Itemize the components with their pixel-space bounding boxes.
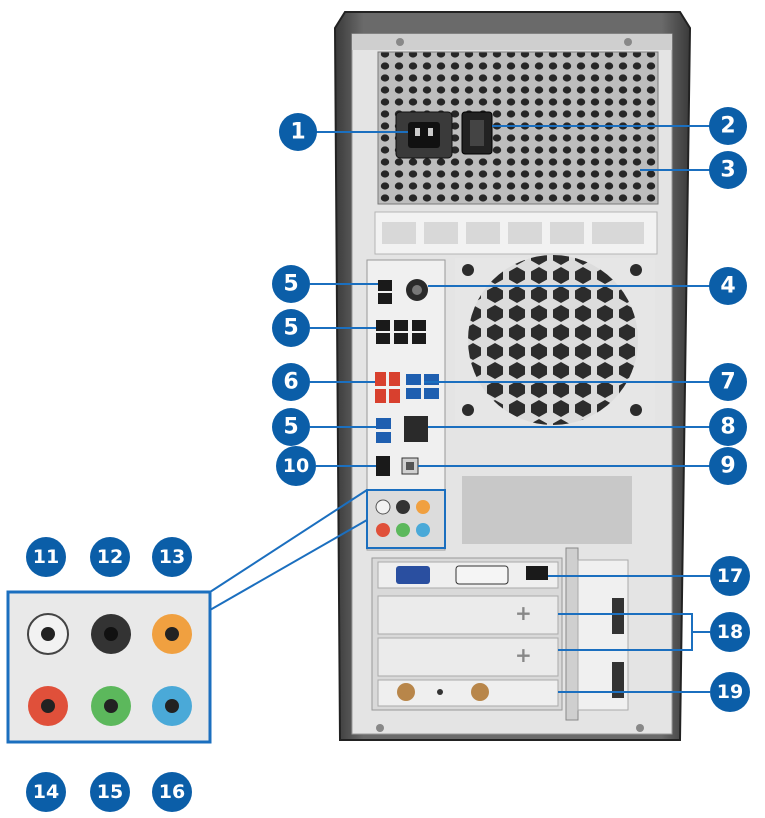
- svg-text:13: 13: [159, 546, 185, 568]
- coaxial-port-icon[interactable]: [376, 456, 390, 476]
- usb-port-icon[interactable]: [376, 432, 391, 443]
- svg-text:5: 5: [283, 415, 298, 440]
- callout-12: 12: [90, 537, 130, 577]
- usb-port-icon[interactable]: [406, 388, 421, 399]
- callout-11: 11: [26, 537, 66, 577]
- svg-text:+: +: [515, 601, 532, 625]
- leader-lines: [310, 125, 710, 693]
- vga-port-icon[interactable]: [396, 566, 430, 584]
- svg-text:2: 2: [720, 114, 735, 139]
- antenna-connector-icon[interactable]: [397, 683, 415, 701]
- usb-port-icon[interactable]: [394, 333, 408, 344]
- svg-text:16: 16: [159, 781, 185, 803]
- svg-text:14: 14: [33, 781, 59, 803]
- svg-text:+: +: [515, 643, 532, 667]
- callout-17: 17: [710, 556, 750, 596]
- callout-14: 14: [26, 772, 66, 812]
- usb-port-icon[interactable]: [412, 333, 426, 344]
- callout-7: 7: [709, 363, 747, 401]
- usb-port-icon[interactable]: [376, 320, 390, 331]
- power-supply: [377, 51, 659, 205]
- callout-5-bottom: 5: [272, 408, 310, 446]
- callout-15: 15: [90, 772, 130, 812]
- svg-text:18: 18: [717, 621, 743, 643]
- callouts: 1 2 3 4 5 5 5 6 7 8 9 10 11 12 13 14 15 …: [26, 107, 750, 812]
- usb-port-icon[interactable]: [424, 374, 439, 385]
- audio-jack-16[interactable]: [152, 686, 192, 726]
- svg-text:6: 6: [283, 370, 298, 395]
- svg-text:8: 8: [720, 415, 735, 440]
- callout-4: 4: [709, 267, 747, 305]
- callout-13: 13: [152, 537, 192, 577]
- callout-8: 8: [709, 408, 747, 446]
- svg-text:9: 9: [720, 454, 735, 479]
- callout-9: 9: [709, 447, 747, 485]
- dvi-port-icon[interactable]: [455, 565, 509, 585]
- io-slot-covers: [374, 211, 658, 255]
- callout-1: 1: [279, 113, 317, 151]
- expansion-slots: + +: [371, 476, 632, 721]
- usb-port-icon[interactable]: [378, 293, 392, 304]
- usb-port-icon[interactable]: [412, 320, 426, 331]
- callout-19: 19: [710, 672, 750, 712]
- audio-jack-14[interactable]: [28, 686, 68, 726]
- fan-grille-icon: [455, 255, 655, 425]
- usb-port-icon[interactable]: [378, 280, 392, 291]
- usb-port-icon[interactable]: [375, 389, 386, 403]
- svg-text:12: 12: [97, 546, 123, 568]
- antenna-connector-icon[interactable]: [471, 683, 489, 701]
- usb-port-icon[interactable]: [424, 388, 439, 399]
- lan-port-icon[interactable]: [404, 416, 428, 442]
- hdmi-port-icon[interactable]: [526, 566, 548, 580]
- callout-16: 16: [152, 772, 192, 812]
- svg-text:4: 4: [720, 274, 735, 299]
- svg-text:7: 7: [720, 370, 735, 395]
- svg-text:5: 5: [283, 316, 298, 341]
- usb-port-icon[interactable]: [406, 374, 421, 385]
- usb-port-icon[interactable]: [389, 372, 400, 386]
- audio-jack-13[interactable]: [152, 614, 192, 654]
- callout-5-middle: 5: [272, 309, 310, 347]
- callout-18: 18: [710, 612, 750, 652]
- svg-text:5: 5: [283, 272, 298, 297]
- callout-6: 6: [272, 363, 310, 401]
- audio-jack-11[interactable]: [27, 613, 69, 655]
- audio-jack-15[interactable]: [91, 686, 131, 726]
- usb-port-icon[interactable]: [389, 389, 400, 403]
- io-shield: [366, 259, 446, 551]
- callout-3: 3: [709, 151, 747, 189]
- callout-5-top: 5: [272, 265, 310, 303]
- audio-jack-12[interactable]: [91, 614, 131, 654]
- svg-text:1: 1: [290, 120, 305, 145]
- usb-port-icon[interactable]: [394, 320, 408, 331]
- usb-port-icon[interactable]: [376, 418, 391, 429]
- callout-2: 2: [709, 107, 747, 145]
- svg-text:11: 11: [33, 546, 59, 568]
- usb-port-icon[interactable]: [375, 372, 386, 386]
- svg-text:10: 10: [283, 455, 309, 477]
- usb-port-icon[interactable]: [376, 333, 390, 344]
- power-socket-icon[interactable]: [408, 122, 440, 148]
- audio-panel-zoom: [6, 489, 368, 744]
- svg-text:19: 19: [717, 681, 743, 703]
- svg-text:17: 17: [717, 565, 743, 587]
- callout-10: 10: [276, 446, 316, 486]
- svg-text:3: 3: [720, 158, 735, 183]
- svg-text:15: 15: [97, 781, 123, 803]
